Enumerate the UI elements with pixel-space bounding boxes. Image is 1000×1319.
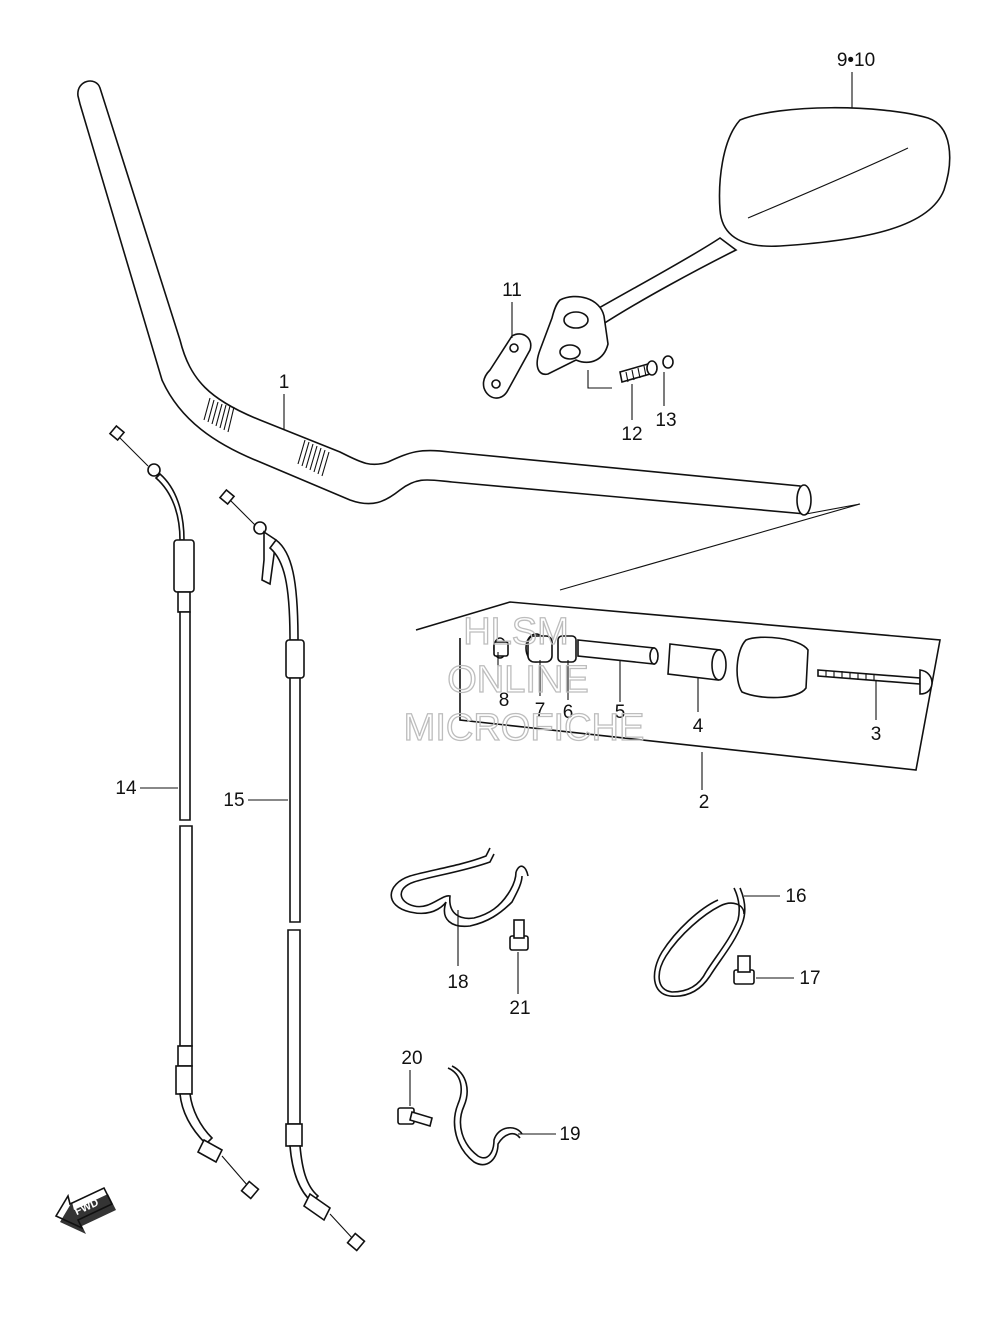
mirror-bracket-plate[interactable] (482, 333, 532, 399)
callout-labels: 9•10 1 11 12 13 8 7 6 5 4 3 2 14 15 16 1… (115, 50, 881, 1145)
bar-end-weight[interactable] (736, 636, 809, 699)
callout-14: 14 (115, 778, 137, 799)
leader-lines (140, 72, 877, 1135)
fwd-arrow-icon: FWD (54, 1186, 116, 1234)
callout-13: 13 (655, 410, 676, 431)
bar-end-collar[interactable] (577, 639, 659, 665)
handlebar[interactable] (77, 80, 812, 516)
mirror[interactable] (536, 106, 951, 375)
callout-12: 12 (621, 424, 642, 445)
callout-5: 5 (615, 702, 626, 723)
callout-15: 15 (223, 790, 244, 811)
watermark-line3: MICROFICHE (404, 707, 645, 749)
callout-17: 17 (799, 968, 820, 989)
callout-19: 19 (559, 1124, 580, 1145)
callout-18: 18 (447, 972, 468, 993)
watermark-line2: ONLINE (447, 659, 588, 701)
bar-end-nut[interactable] (557, 635, 577, 663)
callout-20: 20 (401, 1048, 422, 1069)
bar-end-screw[interactable] (817, 669, 933, 695)
cable-clamp-19[interactable] (447, 1065, 523, 1166)
clamp-bolt-21[interactable] (509, 919, 529, 951)
throttle-cable-no1[interactable] (108, 424, 260, 1200)
callout-11: 11 (502, 280, 522, 301)
callout-3: 3 (871, 724, 882, 745)
clamp-bolt-17[interactable] (733, 955, 755, 985)
callout-16: 16 (785, 886, 806, 907)
callout-2: 2 (699, 792, 710, 813)
throttle-cable-no2[interactable] (218, 488, 366, 1252)
watermark-line1: HLSM (463, 611, 569, 653)
callout-9-10: 9•10 (837, 50, 875, 71)
callout-1: 1 (279, 372, 290, 393)
callout-21: 21 (509, 998, 530, 1019)
bar-end-assembly-frame (415, 503, 941, 771)
cable-clamp-16[interactable] (653, 887, 746, 998)
watermark: HLSM ONLINE MICROFICHE (403, 610, 645, 749)
leader-mirror-bolt (587, 370, 612, 389)
cable-clamp-18[interactable] (390, 847, 529, 928)
bar-end-spacer[interactable] (667, 643, 727, 681)
callout-6: 6 (563, 702, 574, 723)
callout-8: 8 (499, 690, 510, 711)
mirror-nut[interactable] (662, 355, 674, 369)
mirror-bolt[interactable] (619, 360, 658, 384)
clamp-bolt-20[interactable] (397, 1107, 433, 1128)
callout-4: 4 (693, 716, 704, 737)
callout-7: 7 (535, 700, 546, 721)
